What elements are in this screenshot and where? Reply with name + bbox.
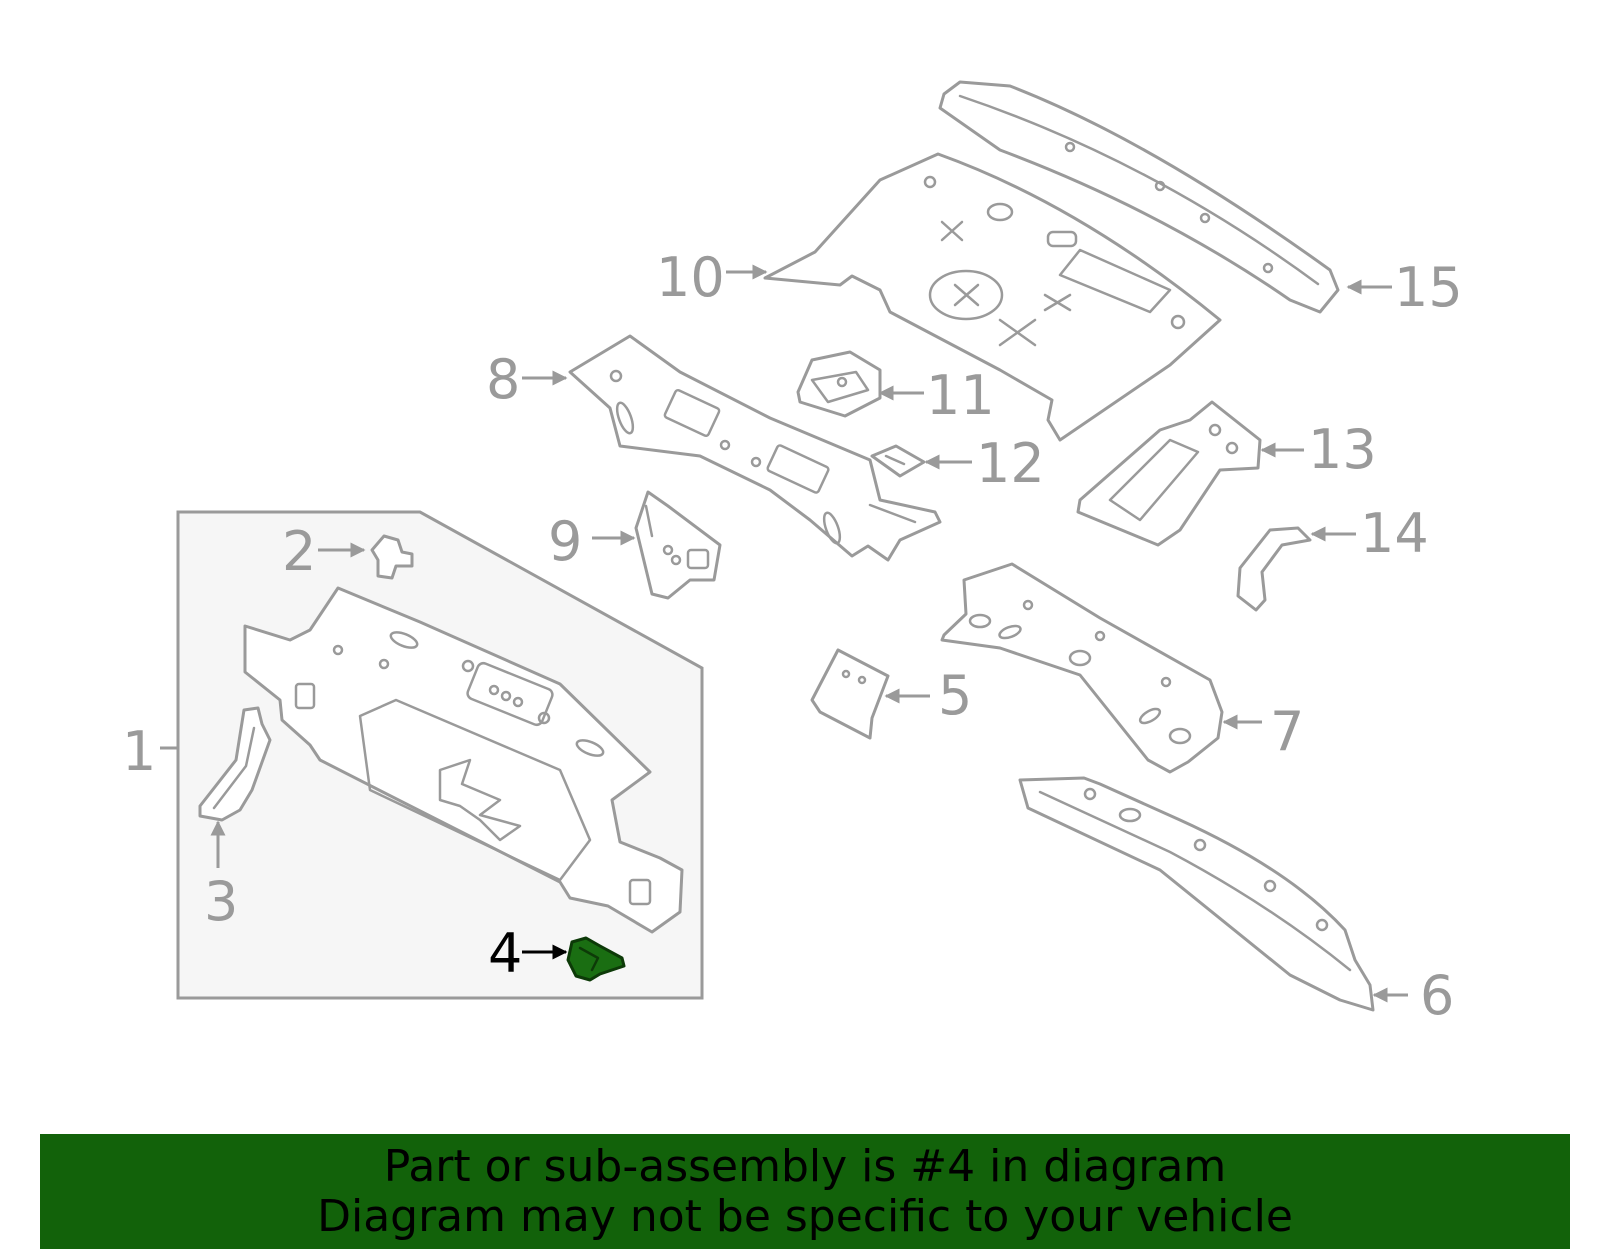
part-6-lower-rail (1018, 776, 1375, 1012)
part-11-bracket (796, 350, 882, 418)
part-4-highlighted-bracket (566, 936, 626, 982)
callout-14: 14 (1360, 502, 1429, 565)
part-3-bracket (198, 706, 272, 822)
part-14-bracket (1236, 526, 1312, 612)
footer-banner: Part or sub-assembly is #4 in diagram Di… (40, 1134, 1570, 1249)
callout-3: 3 (204, 870, 238, 933)
callout-9: 9 (548, 510, 582, 573)
callout-5: 5 (938, 664, 972, 727)
part-7-floor-rail (940, 562, 1224, 774)
callout-10: 10 (656, 246, 725, 309)
callout-8: 8 (486, 348, 520, 411)
part-10-shelf-panel (763, 152, 1222, 442)
callout-6: 6 (1420, 964, 1454, 1027)
part-13-side-panel (1076, 400, 1262, 547)
part-1-rear-panel (243, 586, 684, 934)
callout-11: 11 (926, 364, 995, 427)
footer-line-disclaimer: Diagram may not be specific to your vehi… (317, 1191, 1293, 1242)
footer-line-part: Part or sub-assembly is #4 in diagram (383, 1141, 1227, 1192)
callout-7: 7 (1270, 700, 1304, 763)
part-8-cross-member (568, 334, 942, 562)
callout-13: 13 (1308, 418, 1377, 481)
part-5-plate (810, 648, 890, 740)
part-9-bracket (634, 490, 722, 600)
callout-2: 2 (282, 520, 316, 583)
part-12-plate (870, 444, 926, 478)
part-2-clip (370, 534, 414, 580)
callout-15: 15 (1394, 256, 1463, 319)
callout-4: 4 (488, 922, 522, 985)
callout-12: 12 (976, 432, 1045, 495)
callout-1: 1 (122, 720, 156, 783)
part-15-upper-rail (938, 80, 1340, 314)
